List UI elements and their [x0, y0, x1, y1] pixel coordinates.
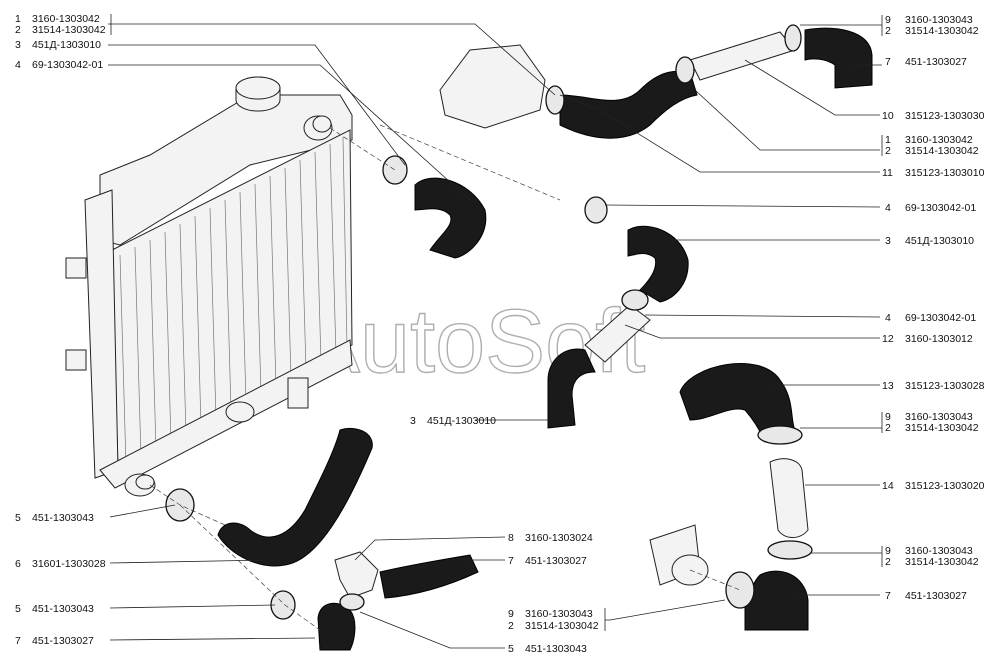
label-num: 5 [508, 643, 514, 655]
label-code: 315123-1303028 [905, 380, 985, 392]
hose-451d-upper [414, 177, 487, 259]
label-code: 451Д-1303010 [32, 39, 101, 51]
radiator [65, 76, 353, 497]
label-num: 7 [885, 56, 891, 68]
label-num: 7 [15, 635, 21, 647]
label-num: 2 [885, 422, 891, 434]
label-num: 4 [885, 312, 891, 324]
label-num: 1 [885, 134, 891, 146]
label-code: 31514-1303042 [525, 620, 599, 632]
label-code: 3160-1303012 [905, 333, 973, 345]
hose-upper-long [559, 70, 698, 139]
pipe-315123-1303030 [689, 31, 796, 81]
label-code: 451-1303043 [32, 603, 94, 615]
label-code: 69-1303042-01 [905, 312, 976, 324]
label-code: 451-1303027 [905, 56, 967, 68]
label-code: 31514-1303042 [32, 24, 106, 36]
fitting-3160-1303024 [334, 551, 379, 599]
hose-top-right-elbow [804, 27, 873, 89]
label-num: 2 [885, 556, 891, 568]
label-code: 31601-1303028 [32, 558, 106, 570]
label-code: 3160-1303042 [32, 13, 100, 25]
label-code: 3160-1303043 [525, 608, 593, 620]
label-code: 451-1303027 [525, 555, 587, 567]
fittings [334, 31, 796, 599]
label-num: 5 [15, 512, 21, 524]
label-num: 5 [15, 603, 21, 615]
clamp [784, 24, 802, 52]
label-code: 451-1303027 [905, 590, 967, 602]
label-code: 3160-1303043 [905, 411, 973, 423]
hose-31601-1303028 [217, 427, 373, 567]
label-num: 1 [15, 13, 21, 25]
hose-451-lower-right [744, 570, 809, 631]
labels-middle: 3 451Д-1303010 8 3160-1303024 7 451-1303… [410, 415, 606, 655]
label-num: 3 [410, 415, 416, 427]
label-num: 7 [508, 555, 514, 567]
label-num: 6 [15, 558, 21, 570]
label-code: 3160-1303043 [905, 545, 973, 557]
label-code: 31514-1303042 [905, 145, 979, 157]
label-num: 9 [508, 608, 514, 620]
clamp [584, 196, 608, 224]
pipe-3160-1303012 [584, 304, 651, 363]
clamp [621, 289, 649, 311]
clamp [757, 425, 803, 445]
label-code: 451-1303027 [32, 635, 94, 647]
label-num: 7 [885, 590, 891, 602]
label-code: 69-1303042-01 [905, 202, 976, 214]
label-num: 2 [885, 145, 891, 157]
label-code: 3160-1303024 [525, 532, 593, 544]
hose-451d-mid [547, 348, 596, 429]
label-num: 2 [885, 25, 891, 37]
label-code: 451-1303043 [525, 643, 587, 655]
label-num: 3 [885, 235, 891, 247]
clamp [545, 85, 565, 115]
label-num: 12 [882, 333, 894, 345]
label-num: 9 [885, 14, 891, 26]
label-code: 315123-1303030 [905, 110, 985, 122]
clamp [767, 540, 813, 560]
hose-451-middle [379, 554, 479, 599]
hoses [217, 27, 873, 651]
label-code: 69-1303042-01 [32, 59, 103, 71]
label-code: 315123-1303010 [905, 167, 985, 179]
assembly-lines [149, 124, 741, 631]
label-code: 31514-1303042 [905, 422, 979, 434]
clamp [675, 56, 695, 84]
label-code: 3160-1303043 [905, 14, 973, 26]
label-num: 10 [882, 110, 894, 122]
label-num: 4 [15, 59, 21, 71]
label-num: 2 [15, 24, 21, 36]
label-code: 451Д-1303010 [905, 235, 974, 247]
labels-right: 9 3160-1303043 2 31514-1303042 7 451-130… [881, 14, 985, 602]
clamp [382, 155, 408, 185]
hose-315123-1303020 [769, 458, 809, 538]
label-num: 11 [882, 167, 893, 179]
labels-left: 1 3160-1303042 2 31514-1303042 3 451Д-13… [15, 13, 112, 647]
label-code: 31514-1303042 [905, 556, 979, 568]
label-num: 9 [885, 411, 891, 423]
label-num: 4 [885, 202, 891, 214]
label-code: 315123-1303020 [905, 480, 985, 492]
clamp [725, 571, 755, 609]
label-code: 451Д-1303010 [427, 415, 496, 427]
hose-451d-right [627, 225, 689, 303]
label-code: 451-1303043 [32, 512, 94, 524]
label-num: 2 [508, 620, 514, 632]
label-code: 31514-1303042 [905, 25, 979, 37]
label-num: 9 [885, 545, 891, 557]
label-num: 8 [508, 532, 514, 544]
label-num: 13 [882, 380, 894, 392]
thermostat-housing [439, 44, 546, 129]
label-code: 3160-1303042 [905, 134, 973, 146]
label-num: 3 [15, 39, 21, 51]
leader-lines [108, 23, 882, 649]
clamp [339, 593, 365, 611]
label-num: 14 [882, 480, 894, 492]
